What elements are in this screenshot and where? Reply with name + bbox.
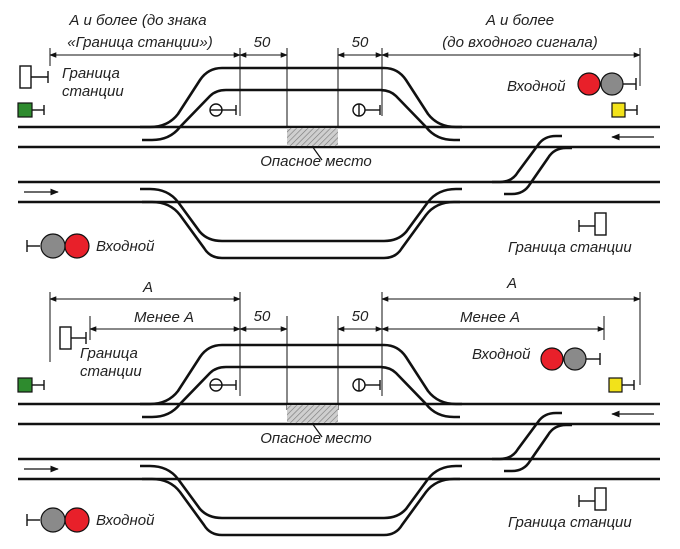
top-yellow-signal <box>611 102 638 118</box>
bottom-tracks <box>18 343 660 537</box>
top-entry-signal-left <box>26 233 90 259</box>
bottom-entry-signal-left <box>26 507 90 533</box>
top-green-signal <box>17 102 45 118</box>
bottom-dim-less-left: Менее А <box>134 309 194 326</box>
top-border-left-line2: станции <box>62 83 124 100</box>
bottom-danger-zone <box>287 405 338 423</box>
bottom-yellow-signal <box>608 377 635 393</box>
top-entry-left-label: Входной <box>96 238 155 255</box>
bottom-entry-left-label: Входной <box>96 512 155 529</box>
top-dim-left-line1: А и более (до знака <box>68 12 206 29</box>
top-dim-right-line2: (до входного сигнала) <box>442 34 597 51</box>
top-dim-right-line1: А и более <box>485 12 554 29</box>
top-dim-50-left: 50 <box>254 34 271 51</box>
top-entry-signal-right <box>577 72 637 96</box>
bottom-border-right-label: Граница станции <box>508 514 632 531</box>
bottom-entry-right-label: Входной <box>472 346 531 363</box>
top-panel: А и более (до знака «Граница станции») А… <box>17 12 660 260</box>
top-clearance-marker-left <box>209 103 237 117</box>
bottom-clearance-marker-right <box>352 378 381 392</box>
bottom-dim-less-right: Менее А <box>460 309 520 326</box>
top-border-sign-left <box>19 65 49 89</box>
bottom-entry-signal-right <box>540 347 601 371</box>
top-border-left-line1: Граница <box>62 65 120 82</box>
bottom-border-sign-left <box>59 326 87 350</box>
top-dim-left-line2: «Граница станции») <box>67 34 212 51</box>
top-border-right-label: Граница станции <box>508 239 632 256</box>
bottom-green-signal <box>17 377 45 393</box>
bottom-dim-A-left: А <box>142 279 153 296</box>
bottom-panel: А А Менее А Менее А 50 50 Опасное место <box>17 275 660 537</box>
top-dim-50-right: 50 <box>352 34 369 51</box>
top-dimensions <box>49 48 641 128</box>
bottom-dim-50-right: 50 <box>352 308 369 325</box>
bottom-danger-label: Опасное место <box>260 430 372 447</box>
top-danger-zone <box>287 128 338 146</box>
top-tracks <box>18 66 660 260</box>
bottom-dim-50-left: 50 <box>254 308 271 325</box>
bottom-border-left-line2: станции <box>80 363 142 380</box>
bottom-border-sign-right <box>578 487 607 511</box>
bottom-clearance-marker-left <box>209 378 237 392</box>
top-entry-right-label: Входной <box>507 78 566 95</box>
top-border-sign-right <box>578 212 607 236</box>
top-clearance-marker-right <box>352 103 381 117</box>
bottom-border-left-line1: Граница <box>80 345 138 362</box>
bottom-dim-A-right: А <box>506 275 517 292</box>
top-danger-label: Опасное место <box>260 153 372 170</box>
